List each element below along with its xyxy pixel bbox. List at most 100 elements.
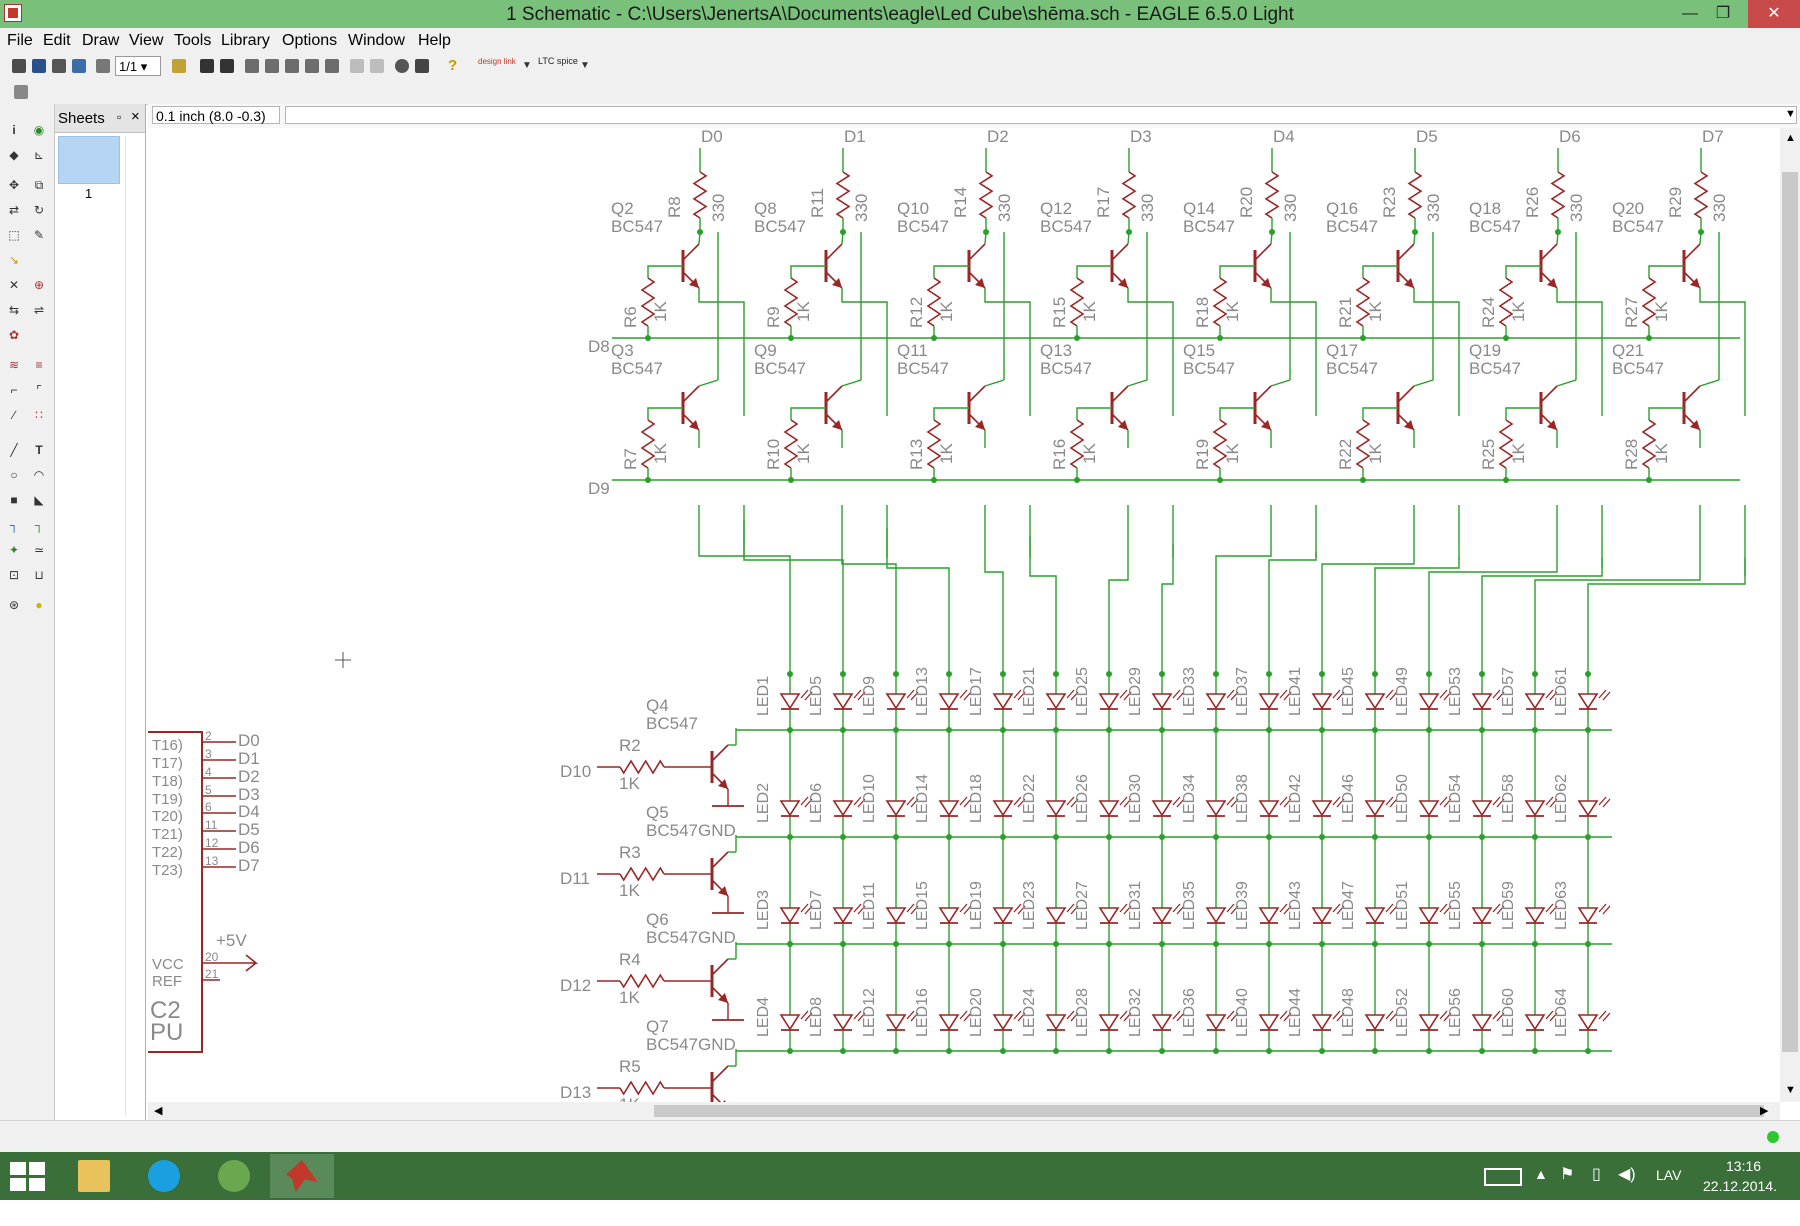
zoom-out-icon[interactable] xyxy=(285,59,299,73)
redo-icon[interactable] xyxy=(370,59,384,73)
taskbar-utorrent[interactable] xyxy=(202,1154,266,1198)
show-hidden-icons-icon[interactable]: ▲ xyxy=(1534,1166,1548,1182)
clock-time[interactable]: 13:16 xyxy=(1726,1158,1762,1174)
cam-icon[interactable] xyxy=(72,59,86,73)
sheet-thumbnail[interactable] xyxy=(58,136,120,184)
command-line-input[interactable] xyxy=(285,106,1797,124)
dock-icon[interactable]: ▫ xyxy=(117,110,122,124)
sheet-select[interactable]: 1/1 ▾ xyxy=(115,56,161,76)
vertical-scrollbar[interactable]: ▲ ▼ xyxy=(1780,128,1800,1102)
zoom-in-icon[interactable] xyxy=(265,59,279,73)
go-icon[interactable] xyxy=(415,59,429,73)
rect-icon[interactable]: ■ xyxy=(10,493,18,507)
mark-icon[interactable]: ⊾ xyxy=(33,148,45,162)
open-icon[interactable] xyxy=(12,59,26,73)
show-icon[interactable]: ◉ xyxy=(33,123,45,137)
miter-icon[interactable]: ⌜ xyxy=(36,383,42,397)
dimension-icon[interactable]: ⊔ xyxy=(34,568,44,582)
wire-icon[interactable]: ╱ xyxy=(10,443,18,457)
horizontal-scrollbar[interactable]: ◀ ▶ xyxy=(148,1102,1780,1120)
name-icon[interactable]: ✿ xyxy=(8,328,20,342)
save-icon[interactable] xyxy=(32,59,46,73)
restore-button[interactable]: ❐ xyxy=(1715,5,1731,22)
close-button[interactable]: ✕ xyxy=(1748,0,1800,28)
taskbar-skype[interactable] xyxy=(132,1154,196,1198)
minimize-button[interactable]: — xyxy=(1682,5,1698,22)
bus-icon[interactable]: ┐ xyxy=(9,518,19,532)
taskbar-eagle[interactable] xyxy=(270,1154,334,1198)
value-icon[interactable]: ≋ xyxy=(8,358,20,372)
print-icon[interactable] xyxy=(52,59,66,73)
text-icon[interactable]: T xyxy=(35,443,43,457)
parameter-icon[interactable] xyxy=(14,85,28,99)
optimize-icon[interactable]: ∕ xyxy=(12,408,15,422)
scroll-up-icon[interactable]: ▲ xyxy=(1785,132,1796,144)
junction-icon[interactable]: ✦ xyxy=(8,543,20,557)
pinswap-icon[interactable]: ⇆ xyxy=(8,303,20,317)
ltc-dropdown-icon[interactable]: ▼ xyxy=(580,60,590,71)
paste-icon[interactable]: ↘ xyxy=(8,253,20,267)
script-icon[interactable] xyxy=(96,59,110,73)
menu-file[interactable]: File xyxy=(7,32,33,49)
display-icon[interactable]: ◆ xyxy=(9,148,19,162)
circle-icon[interactable]: ○ xyxy=(10,468,18,482)
change-icon[interactable]: ✎ xyxy=(33,228,45,242)
menu-help[interactable]: Help xyxy=(418,32,451,49)
scroll-down-icon[interactable]: ▼ xyxy=(1785,1084,1796,1096)
smash-icon[interactable]: ≡ xyxy=(35,358,43,372)
attribute-icon[interactable]: ⊡ xyxy=(8,568,20,582)
erc-icon[interactable]: ⊛ xyxy=(8,598,20,612)
designlink-dropdown-icon[interactable]: ▼ xyxy=(522,60,532,71)
start-button[interactable] xyxy=(10,1162,46,1192)
rotate-icon[interactable]: ↻ xyxy=(33,203,45,217)
taskbar-explorer[interactable] xyxy=(62,1154,126,1198)
ltc-spice-button[interactable]: LTC spice xyxy=(538,56,578,66)
menu-view[interactable]: View xyxy=(129,32,164,49)
sheets-scrollbar[interactable] xyxy=(125,136,144,1116)
menu-window[interactable]: Window xyxy=(348,32,405,49)
invoke-icon[interactable]: ∷ xyxy=(35,408,43,422)
menu-library[interactable]: Library xyxy=(221,32,270,49)
help-icon[interactable]: ? xyxy=(448,57,458,74)
zoom-fit-icon[interactable] xyxy=(245,59,259,73)
menu-draw[interactable]: Draw xyxy=(82,32,120,49)
run-ulp-icon[interactable] xyxy=(172,59,186,73)
menu-edit[interactable]: Edit xyxy=(43,32,71,49)
zoom-select-icon[interactable] xyxy=(325,59,339,73)
copy-icon[interactable]: ⧉ xyxy=(34,178,44,192)
polygon-icon[interactable]: ◣ xyxy=(34,493,44,507)
designlink-button[interactable]: design link xyxy=(478,57,516,66)
menu-tools[interactable]: Tools xyxy=(174,32,212,49)
scroll-right-icon[interactable]: ▶ xyxy=(1760,1105,1769,1117)
action-center-icon[interactable]: ⚑ xyxy=(1560,1166,1575,1183)
command-history-dropdown-icon[interactable]: ▼ xyxy=(1785,108,1796,120)
board-icon[interactable] xyxy=(200,59,214,73)
clock-date[interactable]: 22.12.2014. xyxy=(1703,1178,1777,1194)
vertical-scroll-thumb[interactable] xyxy=(1782,172,1798,1052)
net-icon[interactable]: ┐ xyxy=(34,518,44,532)
zoom-redraw-icon[interactable] xyxy=(305,59,319,73)
replace-icon[interactable]: ⇌ xyxy=(33,303,45,317)
volume-icon[interactable]: ◀) xyxy=(1618,1166,1636,1183)
eagle-app-icon[interactable] xyxy=(4,4,22,22)
scroll-left-icon[interactable]: ◀ xyxy=(154,1105,163,1117)
arc-icon[interactable]: ◠ xyxy=(33,468,45,482)
sheets-close-icon[interactable]: × xyxy=(131,108,140,125)
stop-icon[interactable] xyxy=(395,59,409,73)
horizontal-scroll-thumb[interactable] xyxy=(654,1105,1764,1117)
delete-icon[interactable]: ✕ xyxy=(8,278,20,292)
errors-icon[interactable]: ● xyxy=(35,598,43,612)
split-icon[interactable]: ⌐ xyxy=(10,383,18,397)
schematic-icon[interactable] xyxy=(220,59,234,73)
language-indicator[interactable]: LAV xyxy=(1656,1167,1682,1183)
mirror-icon[interactable]: ⇄ xyxy=(8,203,20,217)
info-icon[interactable]: i xyxy=(12,123,16,137)
keyboard-icon[interactable] xyxy=(1484,1168,1522,1186)
move-icon[interactable]: ✥ xyxy=(8,178,20,192)
menu-options[interactable]: Options xyxy=(282,32,338,49)
add-icon[interactable]: ⊕ xyxy=(33,278,45,292)
battery-icon[interactable]: ▯ xyxy=(1592,1166,1601,1183)
undo-icon[interactable] xyxy=(350,59,364,73)
